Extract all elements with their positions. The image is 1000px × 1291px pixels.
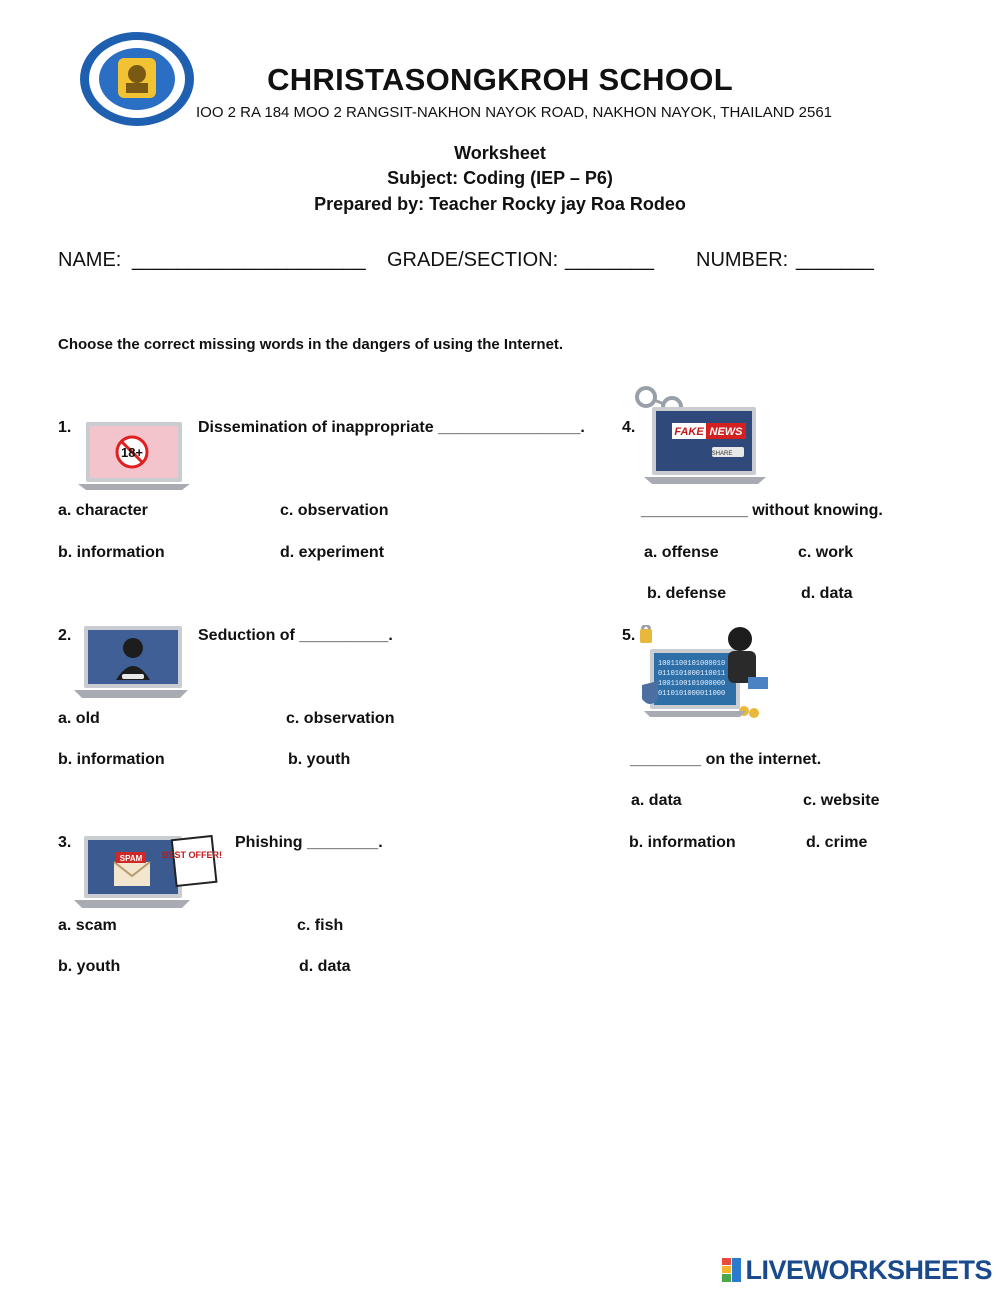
live-icon — [722, 1258, 742, 1282]
q5-number: 5. — [622, 627, 636, 644]
q5-option-b[interactable]: b. information — [629, 834, 736, 851]
q1-image-label: 18+ — [121, 445, 143, 460]
q2-text: Seduction of __________. — [198, 627, 393, 644]
q5-option-a[interactable]: a. data — [631, 792, 682, 809]
q2-option-b[interactable]: b. information — [58, 751, 165, 768]
q3-text: Phishing ________. — [235, 834, 383, 851]
school-address: IOO 2 RA 184 MOO 2 RANGSIT-NAKHON NAYOK … — [196, 104, 833, 121]
q2-number: 2. — [58, 627, 72, 644]
q4-number: 4. — [622, 419, 636, 436]
subject-line: Subject: Coding (IEP – P6) — [387, 168, 613, 188]
q1-option-b[interactable]: b. information — [58, 544, 165, 561]
q3-spam-label: SPAM — [120, 854, 143, 863]
number-field[interactable]: _______ — [796, 249, 874, 271]
q1-number: 1. — [58, 419, 72, 436]
q4-fake-label: FAKE — [674, 426, 704, 438]
school-logo — [78, 30, 196, 128]
q4-laptop-image: FAKE NEWS SHARE — [632, 383, 772, 492]
q5-binary-4: 0110101000011000 — [658, 690, 725, 698]
grade-label: GRADE/SECTION: — [387, 249, 559, 271]
q4-text: ____________ without knowing. — [641, 502, 883, 519]
liveworksheets-logo: LIVEWORKSHEETS — [722, 1255, 992, 1286]
instruction: Choose the correct missing words in the … — [58, 336, 564, 353]
q5-hacker-image: 1001100101000010 0110101000110011 100110… — [636, 623, 776, 726]
q3-laptop-image: SPAM BEST OFFER! — [72, 830, 222, 917]
name-field[interactable]: _____________________ — [132, 249, 366, 271]
number-label: NUMBER: — [696, 249, 789, 271]
q4-option-b[interactable]: b. defense — [647, 585, 727, 602]
q2-option-c[interactable]: c. observation — [286, 710, 395, 727]
q4-news-label: NEWS — [710, 426, 744, 438]
q1-option-c[interactable]: c. observation — [280, 502, 389, 519]
q3-offer-label: BEST OFFER! — [162, 850, 222, 860]
q3-option-c[interactable]: c. fish — [297, 917, 344, 934]
q5-binary-2: 0110101000110011 — [658, 670, 725, 678]
footer-brand: LIVEWORKSHEETS — [745, 1255, 992, 1285]
prepared-by: Prepared by: Teacher Rocky jay Roa Rodeo — [314, 194, 686, 214]
q5-text: ________ on the internet. — [630, 751, 822, 768]
q4-share-label: SHARE — [712, 451, 733, 457]
worksheet-title: Worksheet — [454, 143, 546, 163]
q4-option-a[interactable]: a. offense — [644, 544, 719, 561]
q1-option-d[interactable]: d. experiment — [280, 544, 385, 561]
q3-option-d[interactable]: d. data — [299, 958, 351, 975]
q5-binary-1: 1001100101000010 — [658, 660, 725, 668]
q2-option-d[interactable]: b. youth — [288, 751, 351, 768]
q1-option-a[interactable]: a. character — [58, 502, 148, 519]
q3-option-a[interactable]: a. scam — [58, 917, 117, 934]
q2-option-a[interactable]: a. old — [58, 710, 100, 727]
q5-option-c[interactable]: c. website — [803, 792, 880, 809]
q5-option-d[interactable]: d. crime — [806, 834, 868, 851]
q4-option-d[interactable]: d. data — [801, 585, 853, 602]
q3-number: 3. — [58, 834, 72, 851]
q2-laptop-image — [72, 624, 190, 707]
q3-option-b[interactable]: b. youth — [58, 958, 121, 975]
q4-option-c[interactable]: c. work — [798, 544, 854, 561]
name-label: NAME: — [58, 249, 122, 271]
grade-field[interactable]: ________ — [565, 249, 654, 271]
school-name: CHRISTASONGKROH SCHOOL — [267, 62, 733, 97]
q1-text: Dissemination of inappropriate _________… — [198, 419, 585, 436]
q5-binary-3: 1001100101000000 — [658, 680, 725, 688]
q1-laptop-image: 18+ — [76, 420, 192, 497]
